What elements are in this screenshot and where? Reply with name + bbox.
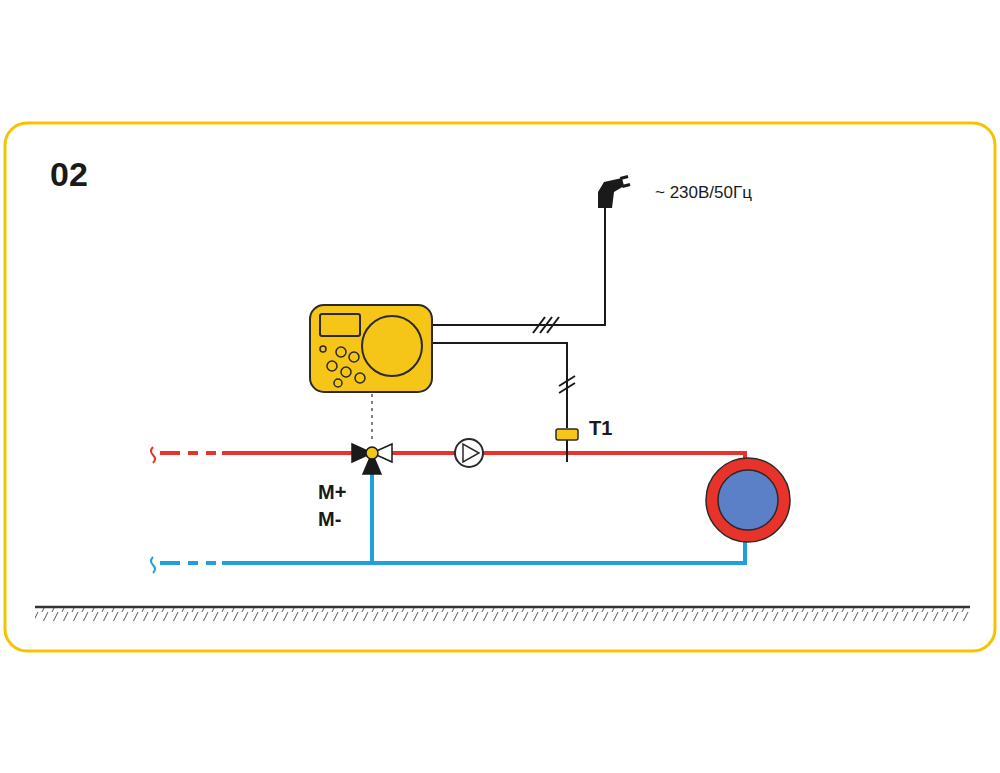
controller — [310, 305, 432, 392]
mixing-valve — [352, 444, 392, 474]
scheme-number: 02 — [50, 156, 88, 193]
signal-label: M+ — [318, 481, 346, 503]
supply-pipe — [151, 447, 745, 463]
ground — [35, 607, 970, 621]
heat-source — [706, 458, 790, 542]
signal-label: M- — [318, 508, 341, 530]
control-link — [371, 394, 373, 440]
temperature-sensor — [556, 429, 578, 462]
wires — [432, 205, 605, 428]
power-label: ~ 230В/50Гц — [655, 184, 752, 203]
sensor-label: T1 — [589, 417, 612, 439]
return-pipe — [151, 462, 745, 573]
power-plug — [598, 175, 630, 208]
pump-symbol — [455, 439, 483, 467]
frame — [5, 123, 995, 651]
